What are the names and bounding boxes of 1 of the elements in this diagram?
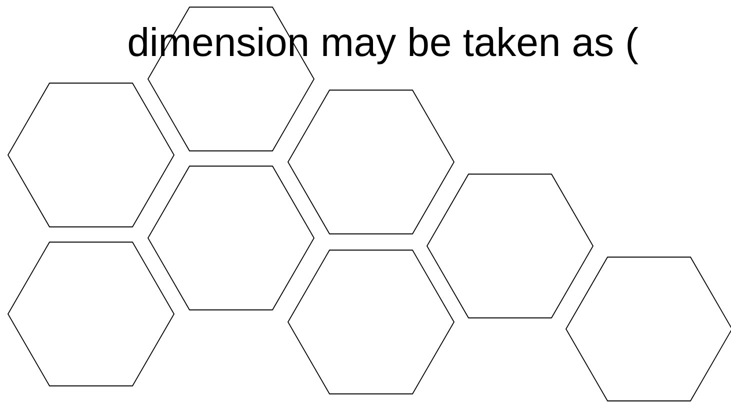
hexagon-shape — [566, 256, 731, 402]
